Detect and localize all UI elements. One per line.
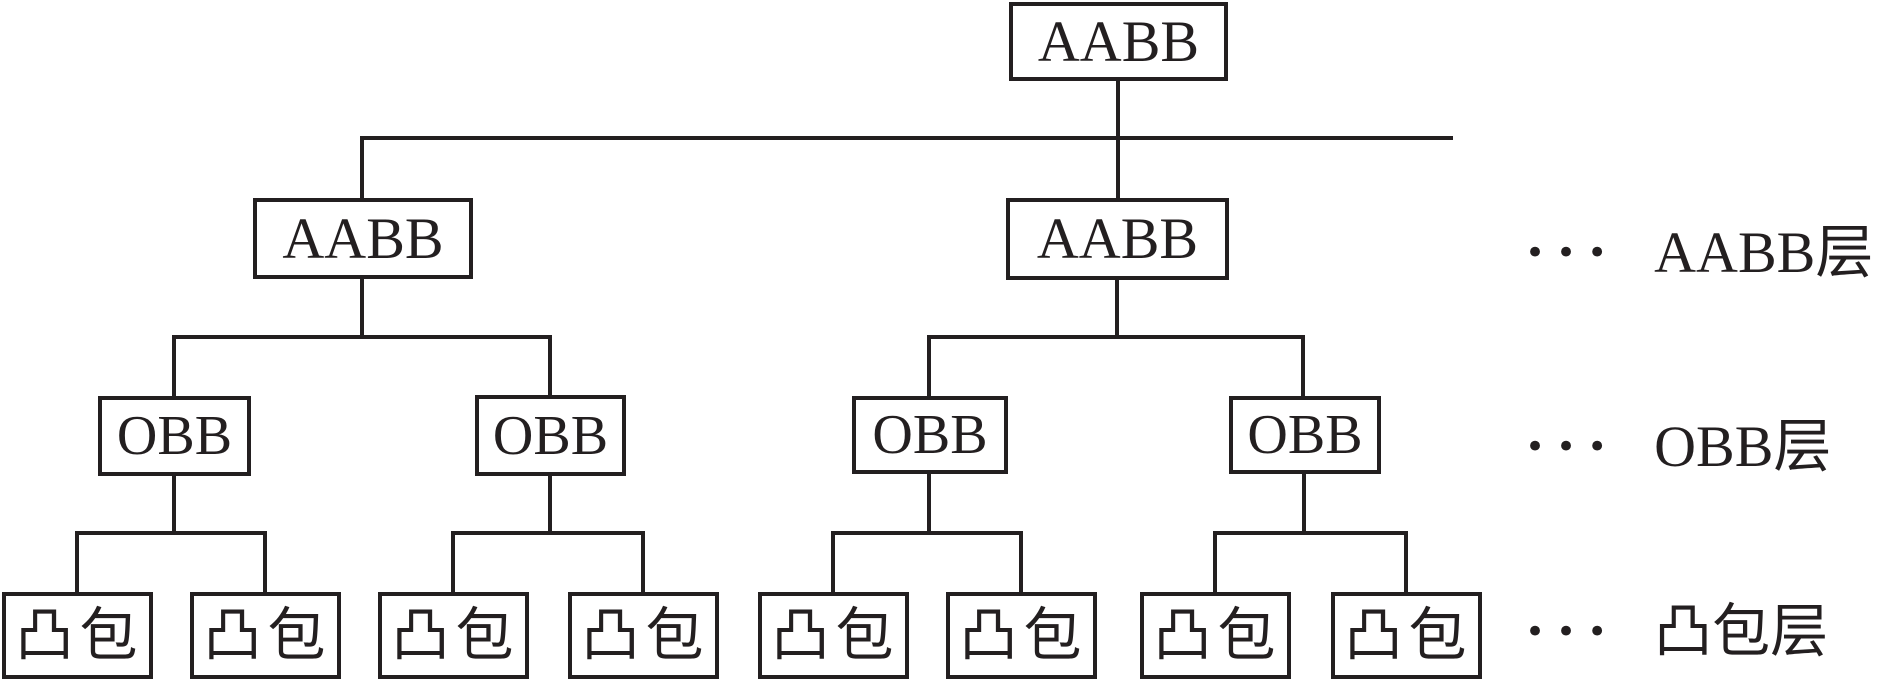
row-label-hull: ••• 凸包层 xyxy=(1503,597,1828,667)
node-obb-2: OBB xyxy=(475,395,626,476)
node-hull-4: 凸包 xyxy=(568,592,719,679)
node-obb-4-label: OBB xyxy=(1247,404,1363,466)
connector-hull7-drop xyxy=(1213,533,1217,592)
node-aabb-right-label: AABB xyxy=(1036,206,1199,271)
node-obb-1: OBB xyxy=(98,396,251,476)
node-hull-2-label: 凸包 xyxy=(203,602,332,668)
connector-rail-hull-1 xyxy=(75,531,267,535)
node-hull-4-label: 凸包 xyxy=(581,602,710,668)
connector-obb2-down xyxy=(548,475,552,533)
node-hull-7-label: 凸包 xyxy=(1153,602,1282,668)
node-hull-2: 凸包 xyxy=(190,592,341,679)
connector-obb3-down xyxy=(927,473,931,533)
connector-hull2-drop xyxy=(263,533,267,592)
node-hull-6: 凸包 xyxy=(946,592,1097,679)
node-obb-4: OBB xyxy=(1229,396,1381,474)
connector-hull3-drop xyxy=(451,533,455,592)
node-obb-3: OBB xyxy=(852,396,1008,474)
ellipsis-aabb-row: ••• xyxy=(1525,233,1619,273)
connector-rail-obb-right xyxy=(927,335,1305,339)
connector-obb3-drop xyxy=(927,337,931,396)
node-obb-3-label: OBB xyxy=(872,404,988,466)
connector-hull5-drop xyxy=(831,533,835,592)
connector-hull8-drop xyxy=(1404,533,1408,592)
connector-rail-hull-4 xyxy=(1213,531,1408,535)
node-hull-7: 凸包 xyxy=(1140,592,1291,679)
connector-hull4-drop xyxy=(641,533,645,592)
row-label-aabb-text: AABB层 xyxy=(1654,220,1874,285)
connector-hull6-drop xyxy=(1019,533,1023,592)
node-hull-1-label: 凸包 xyxy=(15,602,144,668)
row-label-aabb: ••• AABB层 xyxy=(1503,218,1873,288)
node-obb-1-label: OBB xyxy=(116,405,233,467)
connector-top-rail xyxy=(360,136,1453,140)
node-hull-5: 凸包 xyxy=(758,592,909,679)
connector-obb2-drop xyxy=(548,337,552,395)
connector-rail-obb-left xyxy=(172,335,552,339)
ellipsis-obb-row: ••• xyxy=(1525,427,1619,467)
connector-rail-hull-3 xyxy=(831,531,1023,535)
node-hull-8-label: 凸包 xyxy=(1344,602,1473,668)
node-root-aabb: AABB xyxy=(1009,2,1228,81)
connector-obb4-drop xyxy=(1301,337,1305,396)
node-hull-3-label: 凸包 xyxy=(391,602,520,668)
node-hull-1: 凸包 xyxy=(2,592,153,679)
connector-obb1-down xyxy=(172,475,176,533)
row-label-hull-text: 凸包层 xyxy=(1654,599,1829,664)
node-hull-8: 凸包 xyxy=(1331,592,1482,679)
ellipsis-hull-row: ••• xyxy=(1525,612,1619,652)
connector-aabb-left-down xyxy=(360,278,364,337)
connector-top-left-drop xyxy=(360,138,364,198)
node-hull-5-label: 凸包 xyxy=(771,602,900,668)
node-aabb-right: AABB xyxy=(1006,198,1229,280)
connector-aabb-right-down xyxy=(1115,279,1119,337)
connector-obb1-drop xyxy=(172,337,176,396)
connector-rail-hull-2 xyxy=(451,531,645,535)
node-hull-3: 凸包 xyxy=(378,592,529,679)
node-aabb-left: AABB xyxy=(253,198,473,279)
row-label-obb: ••• OBB层 xyxy=(1503,412,1831,482)
node-obb-2-label: OBB xyxy=(492,404,609,467)
row-label-obb-text: OBB层 xyxy=(1654,414,1832,479)
connector-hull1-drop xyxy=(75,533,79,592)
connector-obb4-down xyxy=(1302,473,1306,533)
node-hull-6-label: 凸包 xyxy=(959,602,1088,668)
node-root-aabb-label: AABB xyxy=(1037,8,1200,74)
node-aabb-left-label: AABB xyxy=(282,205,444,271)
